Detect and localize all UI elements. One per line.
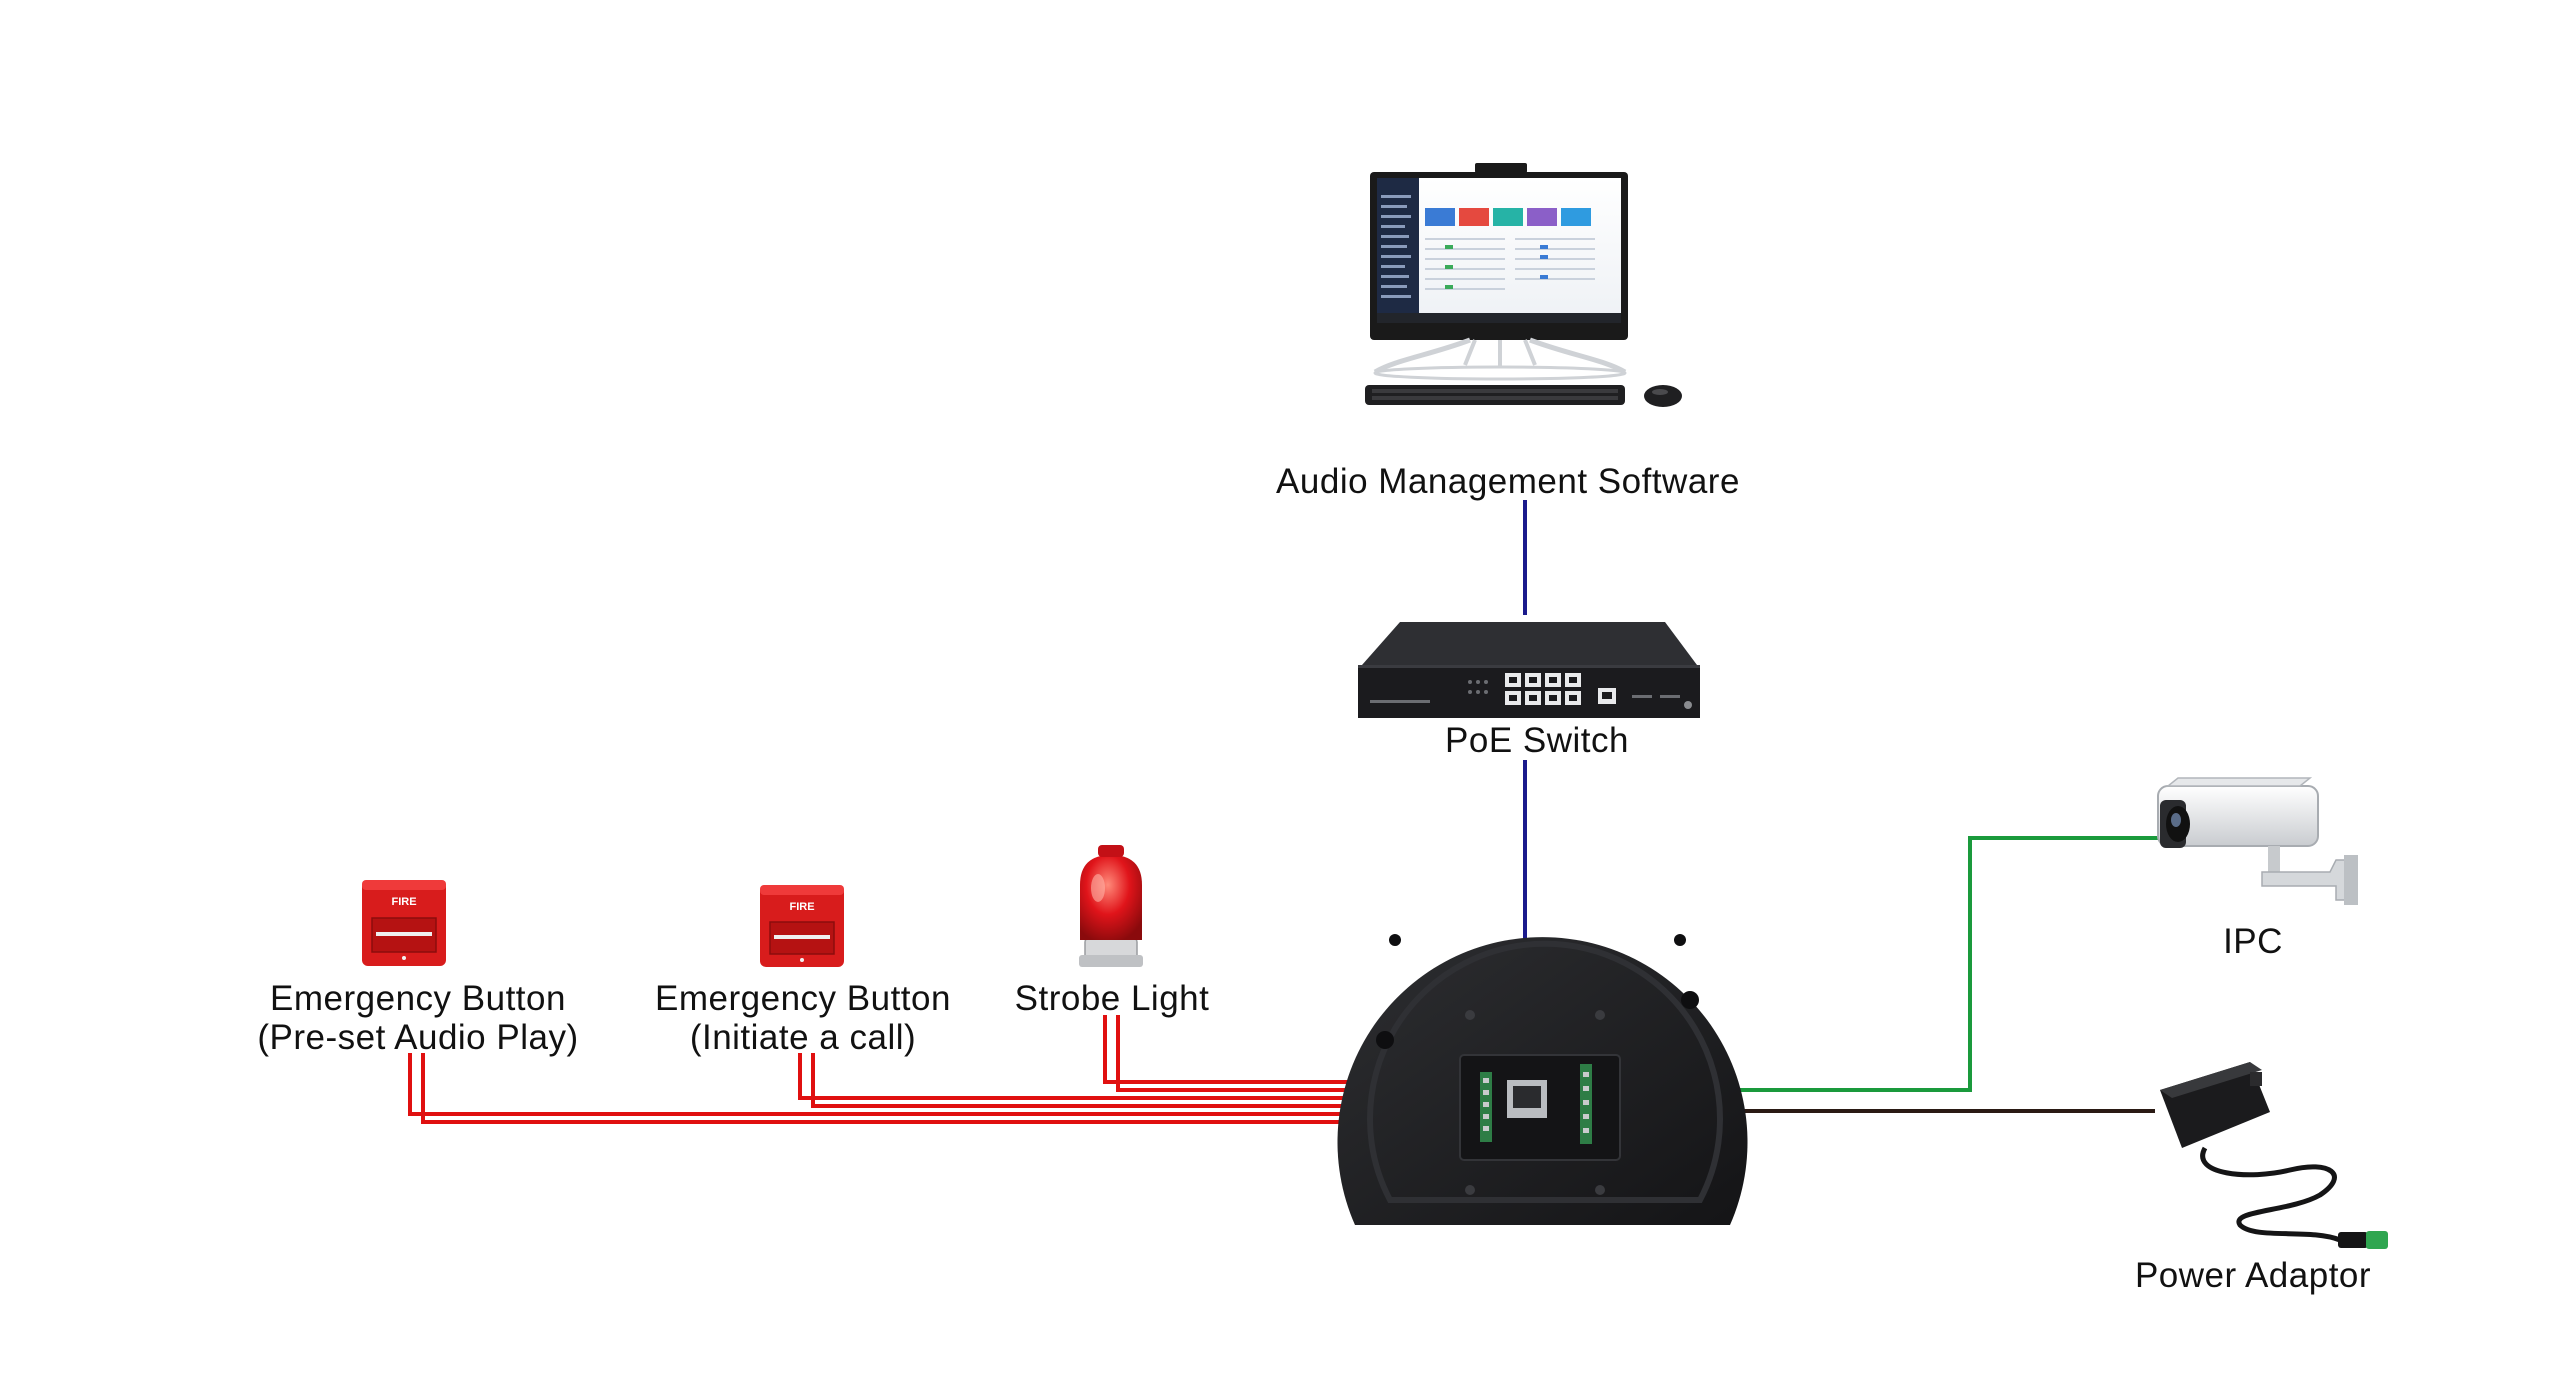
svg-text:FIRE: FIRE xyxy=(789,901,814,913)
desktop-computer-icon xyxy=(1365,163,1682,407)
call-button-wire-1 xyxy=(798,1053,1480,1100)
svg-text:FIRE: FIRE xyxy=(391,896,416,908)
switch-label: PoE Switch xyxy=(1445,721,1629,760)
strobe-light-icon xyxy=(1079,845,1143,967)
io-wires xyxy=(408,1015,1480,1124)
software-label: Audio Management Software xyxy=(1276,462,1740,501)
ip-speaker-icon xyxy=(1337,934,1748,1225)
audio-button-wire-1 xyxy=(408,1053,1480,1116)
power-adaptor-icon xyxy=(2160,1062,2388,1249)
audio-button-label-line1: Emergency Button xyxy=(270,979,566,1018)
call-button-label-line1: Emergency Button xyxy=(655,979,951,1018)
audio-button-label-line2: (Pre-set Audio Play) xyxy=(257,1018,578,1057)
call-button-wire-2 xyxy=(811,1053,1480,1108)
call-button-label-line2: (Initiate a call) xyxy=(690,1018,916,1057)
strobe-label: Strobe Light xyxy=(1015,979,1210,1018)
fire-alarm-button-icon: FIRE xyxy=(760,885,844,967)
fire-alarm-button-icon: FIRE xyxy=(362,880,446,966)
ipc-label: IPC xyxy=(2223,922,2283,961)
power-label: Power Adaptor xyxy=(2135,1256,2371,1295)
ipc-camera-icon xyxy=(2157,777,2358,905)
audio-button-wire-2 xyxy=(421,1053,1480,1124)
poe-switch-icon xyxy=(1358,622,1700,718)
